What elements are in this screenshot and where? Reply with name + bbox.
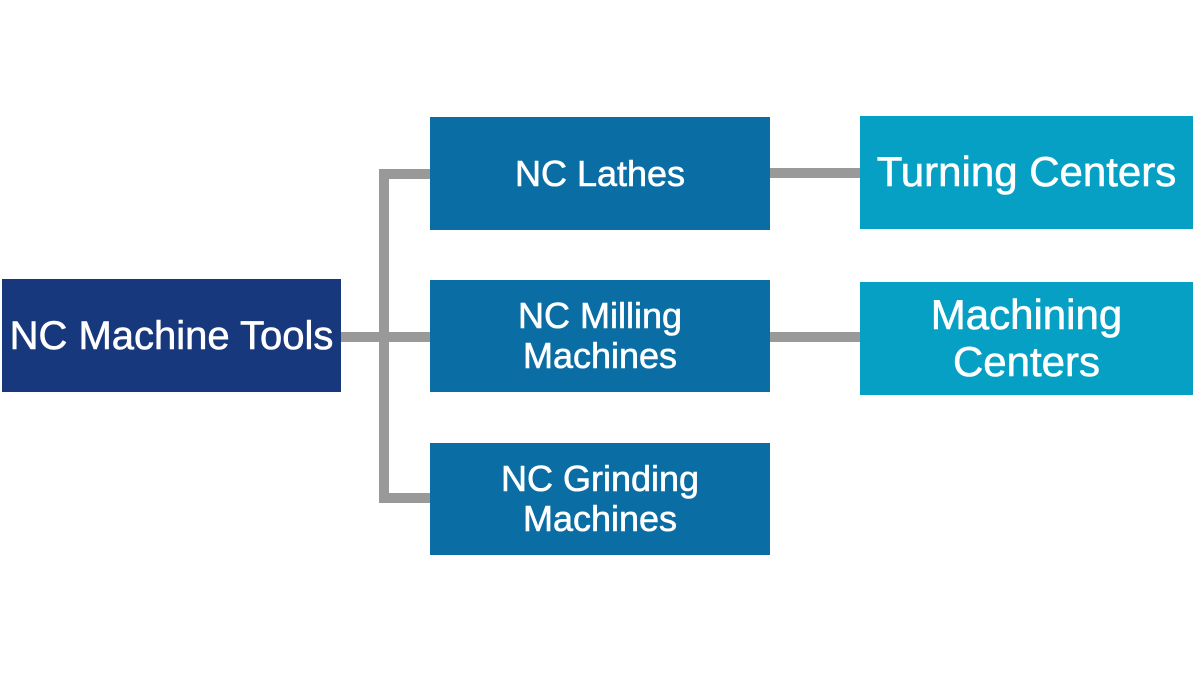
node-nc-grinding-machines-label: NC Grinding Machines (500, 458, 700, 539)
node-turning-centers: Turning Centers (860, 116, 1193, 229)
connector-trunk-vertical (379, 169, 389, 503)
node-turning-centers-label: Turning Centers (876, 148, 1177, 196)
node-nc-machine-tools: NC Machine Tools (2, 279, 341, 392)
node-nc-machine-tools-label: NC Machine Tools (9, 313, 334, 358)
node-nc-milling-machines-label: NC Milling Machines (517, 295, 683, 376)
connector-branch-nc-lathes (379, 169, 430, 179)
node-nc-grinding-machines: NC Grinding Machines (430, 443, 770, 555)
connector-lathes-to-turning-centers (770, 168, 860, 178)
node-nc-lathes: NC Lathes (430, 117, 770, 230)
connector-branch-nc-grinding (379, 493, 430, 503)
connector-milling-to-machining-centers (770, 332, 860, 342)
node-machining-centers: Machining Centers (860, 282, 1193, 395)
node-machining-centers-label: Machining Centers (930, 291, 1123, 385)
node-nc-lathes-label: NC Lathes (514, 152, 686, 194)
node-nc-milling-machines: NC Milling Machines (430, 280, 770, 392)
